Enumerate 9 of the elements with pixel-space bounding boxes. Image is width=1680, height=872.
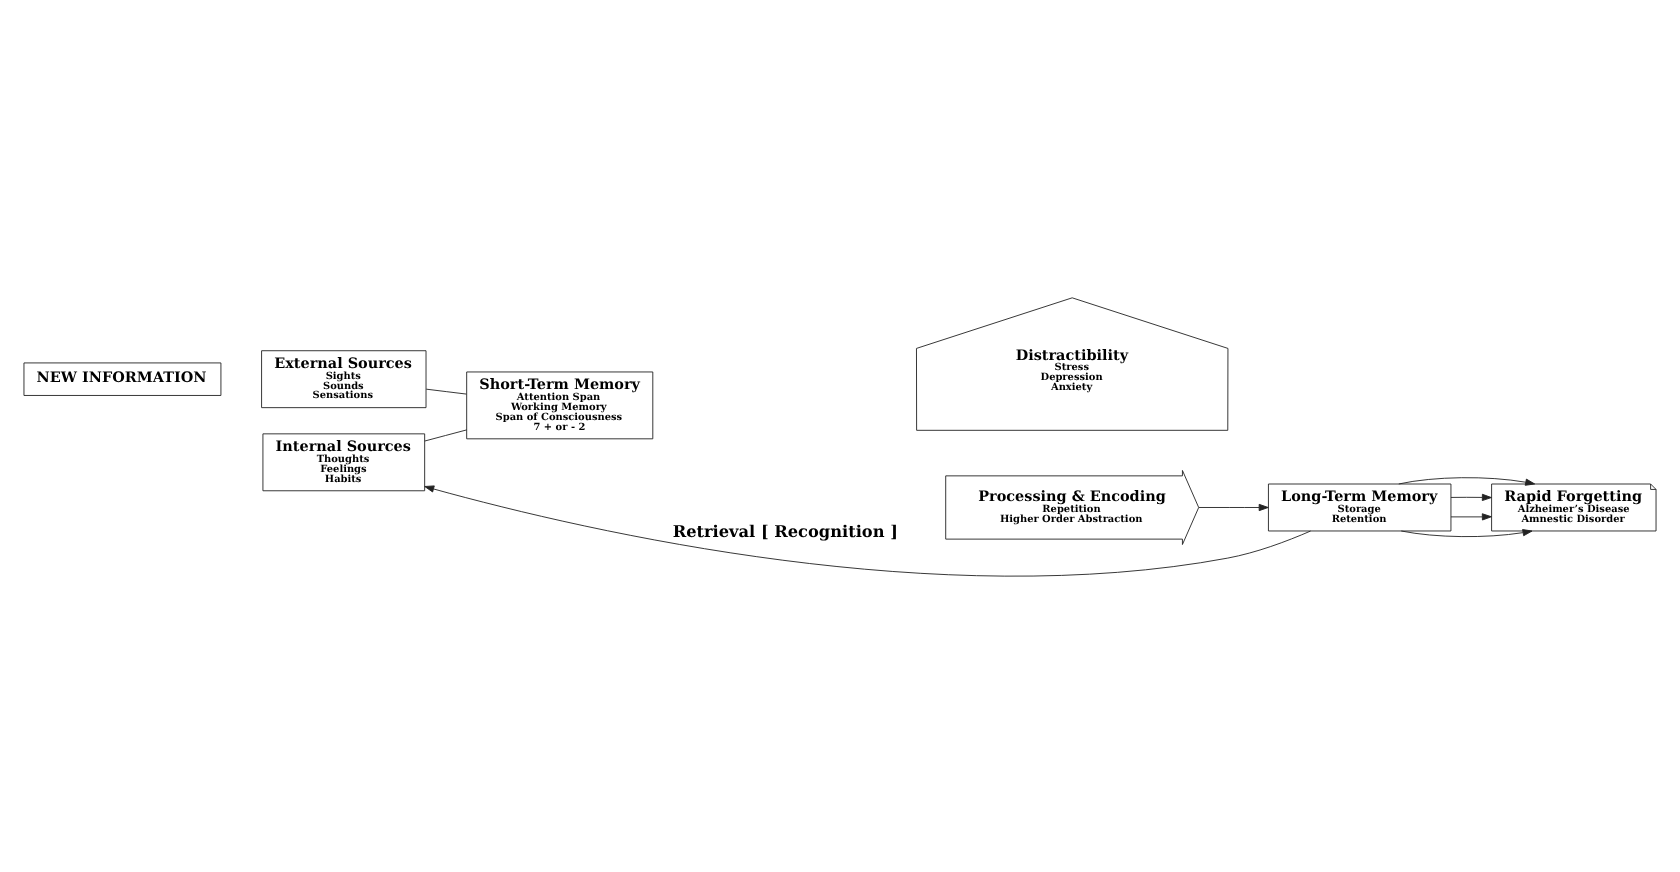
edge-label: Retrieval [ Recognition ] [672,519,898,540]
arrow [1450,512,1492,520]
arrow [1398,476,1536,485]
arrow [1450,492,1492,501]
arrow [1198,502,1269,511]
connector [425,387,467,394]
arrow [1400,528,1533,537]
connector [424,428,468,441]
arrow [424,484,1312,576]
